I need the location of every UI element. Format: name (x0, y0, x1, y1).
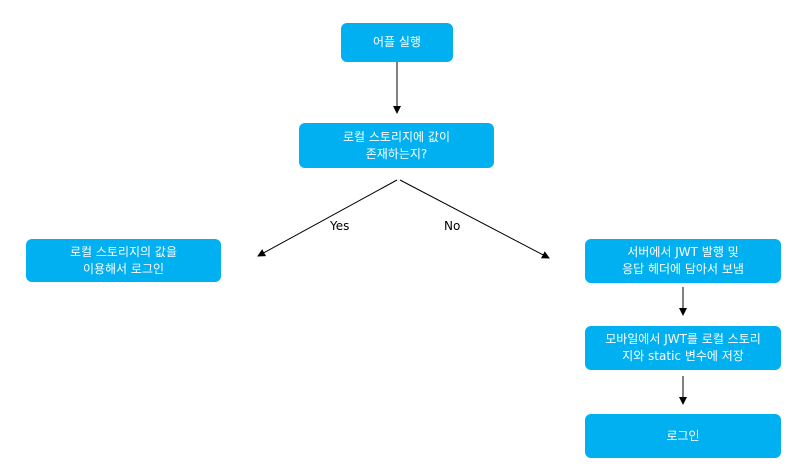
node-login-with-local-value-line-1: 로컬 스토리지의 값을 (70, 244, 177, 259)
node-mobile-store-jwt-line-1: 모바일에서 JWT를 로컬 스토리 (605, 332, 761, 346)
node-app-launch-text: 어플 실행 (373, 35, 421, 49)
node-server-issue-jwt-line-2: 응답 헤더에 담아서 보냄 (622, 262, 744, 276)
node-login-text: 로그인 (666, 428, 700, 443)
node-check-local-storage-line-1: 로컬 스토리지에 값이 (343, 129, 450, 144)
node-login-with-local-value: 로컬 스토리지의 값을 이용해서 로그인 (26, 239, 221, 282)
node-check-local-storage-line-2: 존재하는지? (365, 146, 428, 161)
node-server-issue-jwt-line-1: 서버에서 JWT 발행 및 (627, 245, 739, 259)
node-mobile-store-jwt: 모바일에서 JWT를 로컬 스토리 지와 static 변수에 저장 (585, 326, 781, 370)
edge-label-yes: Yes (330, 219, 350, 233)
node-mobile-store-jwt-line-2: 지와 static 변수에 저장 (622, 349, 744, 363)
edge-check-to-local (257, 179, 398, 257)
node-check-local-storage: 로컬 스토리지에 값이 존재하는지? (299, 123, 494, 168)
node-app-launch: 어플 실행 (341, 23, 453, 62)
edge-check-to-server (399, 179, 550, 259)
node-server-issue-jwt: 서버에서 JWT 발행 및 응답 헤더에 담아서 보냄 (585, 239, 781, 283)
edge-label-no: No (444, 219, 461, 233)
node-login-with-local-value-line-2: 이용해서 로그인 (82, 261, 165, 276)
node-login: 로그인 (585, 414, 781, 458)
